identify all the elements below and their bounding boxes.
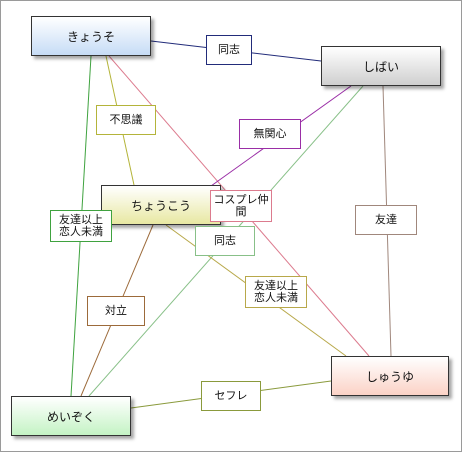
node-choukou: ちょうこう (101, 185, 221, 225)
edge-label-choukou-shuuyu: 友達以上 恋人未満 (245, 276, 307, 308)
edge-label-shibai-meizoku: 同志 (195, 226, 255, 256)
edge-label-kyouso-shibai: 同志 (206, 35, 252, 65)
edge-label-shibai-shuuyu: 友達 (355, 205, 417, 235)
node-meizoku: めいぞく (11, 396, 131, 436)
node-kyouso: きょうそ (31, 16, 151, 56)
edge-label-shibai-choukou: 無関心 (239, 119, 301, 149)
edge-label-kyouso-choukou: 不思議 (96, 105, 156, 135)
edge-label-choukou-meizoku: 対立 (87, 296, 145, 326)
node-shibai: しばい (321, 46, 441, 86)
node-shuuyu: しゅうゆ (331, 356, 449, 396)
edge-label-meizoku-shuuyu: セフレ (201, 381, 261, 411)
edge-label-kyouso-shuuyu: コスプレ仲 間 (210, 190, 272, 222)
edge-label-kyouso-meizoku: 友達以上 恋人未満 (50, 210, 112, 242)
